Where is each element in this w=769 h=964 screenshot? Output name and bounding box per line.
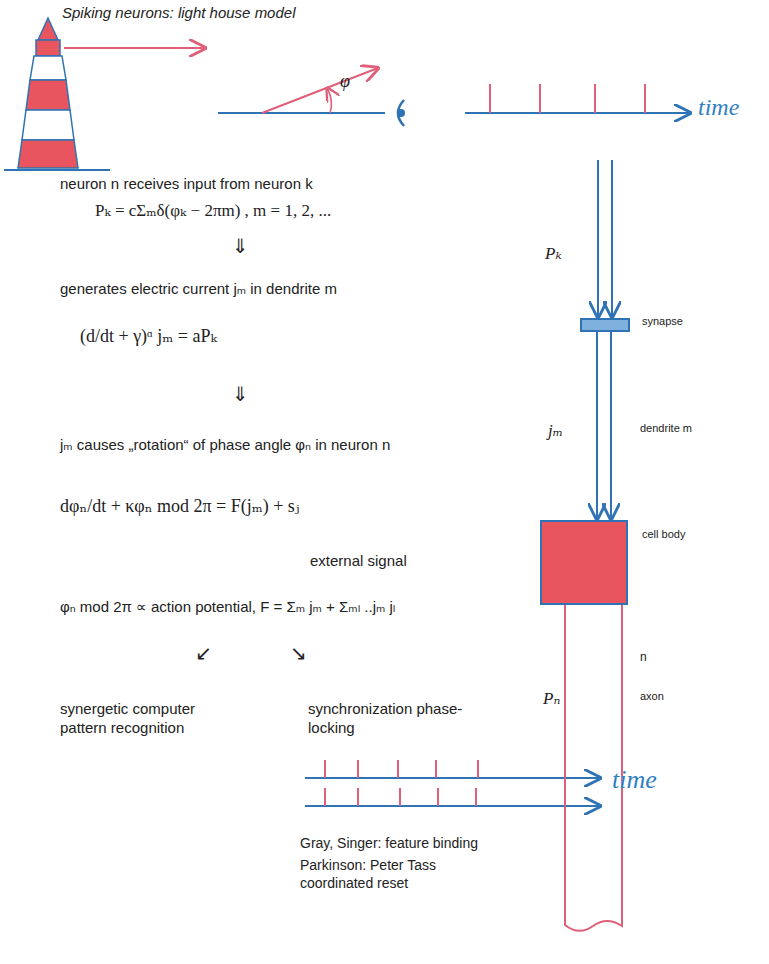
outcome-text: synchronization phase-locking bbox=[308, 700, 483, 738]
part-name: dendrite m bbox=[636, 422, 696, 436]
equation: dφₙ/dt + κφₙ mod 2π = F(jₘ) + sⱼ bbox=[60, 495, 300, 518]
note: Parkinson: Peter Tass coordinated reset bbox=[300, 857, 475, 892]
equation: (d/dt + γ)ᵅ jₘ = aPₖ bbox=[80, 325, 217, 348]
axis-label: time bbox=[612, 764, 657, 797]
eye-symbol bbox=[397, 100, 405, 126]
part-name: n bbox=[640, 650, 647, 665]
title: Spiking neurons: light house model bbox=[62, 4, 295, 23]
dendrite-connector bbox=[597, 332, 611, 519]
part-name: axon bbox=[640, 690, 664, 704]
node-outline bbox=[580, 318, 630, 332]
lighthouse bbox=[4, 18, 205, 170]
axis-label: time bbox=[698, 92, 739, 122]
angle-symbol: φ bbox=[340, 70, 350, 93]
signal-name: Pₖ bbox=[545, 243, 562, 264]
phase-angle bbox=[218, 68, 385, 113]
sync-spike-trains bbox=[305, 760, 600, 806]
text-line: neuron n receives input from neuron k bbox=[60, 175, 313, 194]
node-outline bbox=[540, 520, 628, 605]
outcome-text: synergetic computer pattern recognition bbox=[60, 700, 235, 738]
branch-arrow: ↙ bbox=[195, 641, 212, 666]
node-label: synapse bbox=[642, 315, 702, 329]
branch-arrow: ↘ bbox=[290, 641, 307, 666]
spike-train bbox=[465, 84, 690, 113]
text-line: jₘ causes „rotation“ of phase angle φₙ i… bbox=[60, 436, 390, 455]
down-arrow: ⇓ bbox=[232, 382, 249, 407]
node-label: cell body bbox=[642, 528, 687, 542]
signal-name: Pₙ bbox=[543, 688, 560, 709]
input-fibre bbox=[598, 160, 612, 317]
equation: Pₖ = cΣₘδ(φₖ − 2πm) , m = 1, 2, ... bbox=[95, 200, 331, 221]
text-line: φₙ mod 2π ∝ action potential, F = Σₘ jₘ … bbox=[60, 598, 395, 617]
text-line: external signal bbox=[310, 552, 407, 571]
note: Gray, Singer: feature binding bbox=[300, 835, 478, 853]
text-line: generates electric current jₘ in dendrit… bbox=[60, 280, 337, 299]
signal-name: jₘ bbox=[548, 420, 563, 441]
down-arrow: ⇓ bbox=[232, 234, 249, 259]
